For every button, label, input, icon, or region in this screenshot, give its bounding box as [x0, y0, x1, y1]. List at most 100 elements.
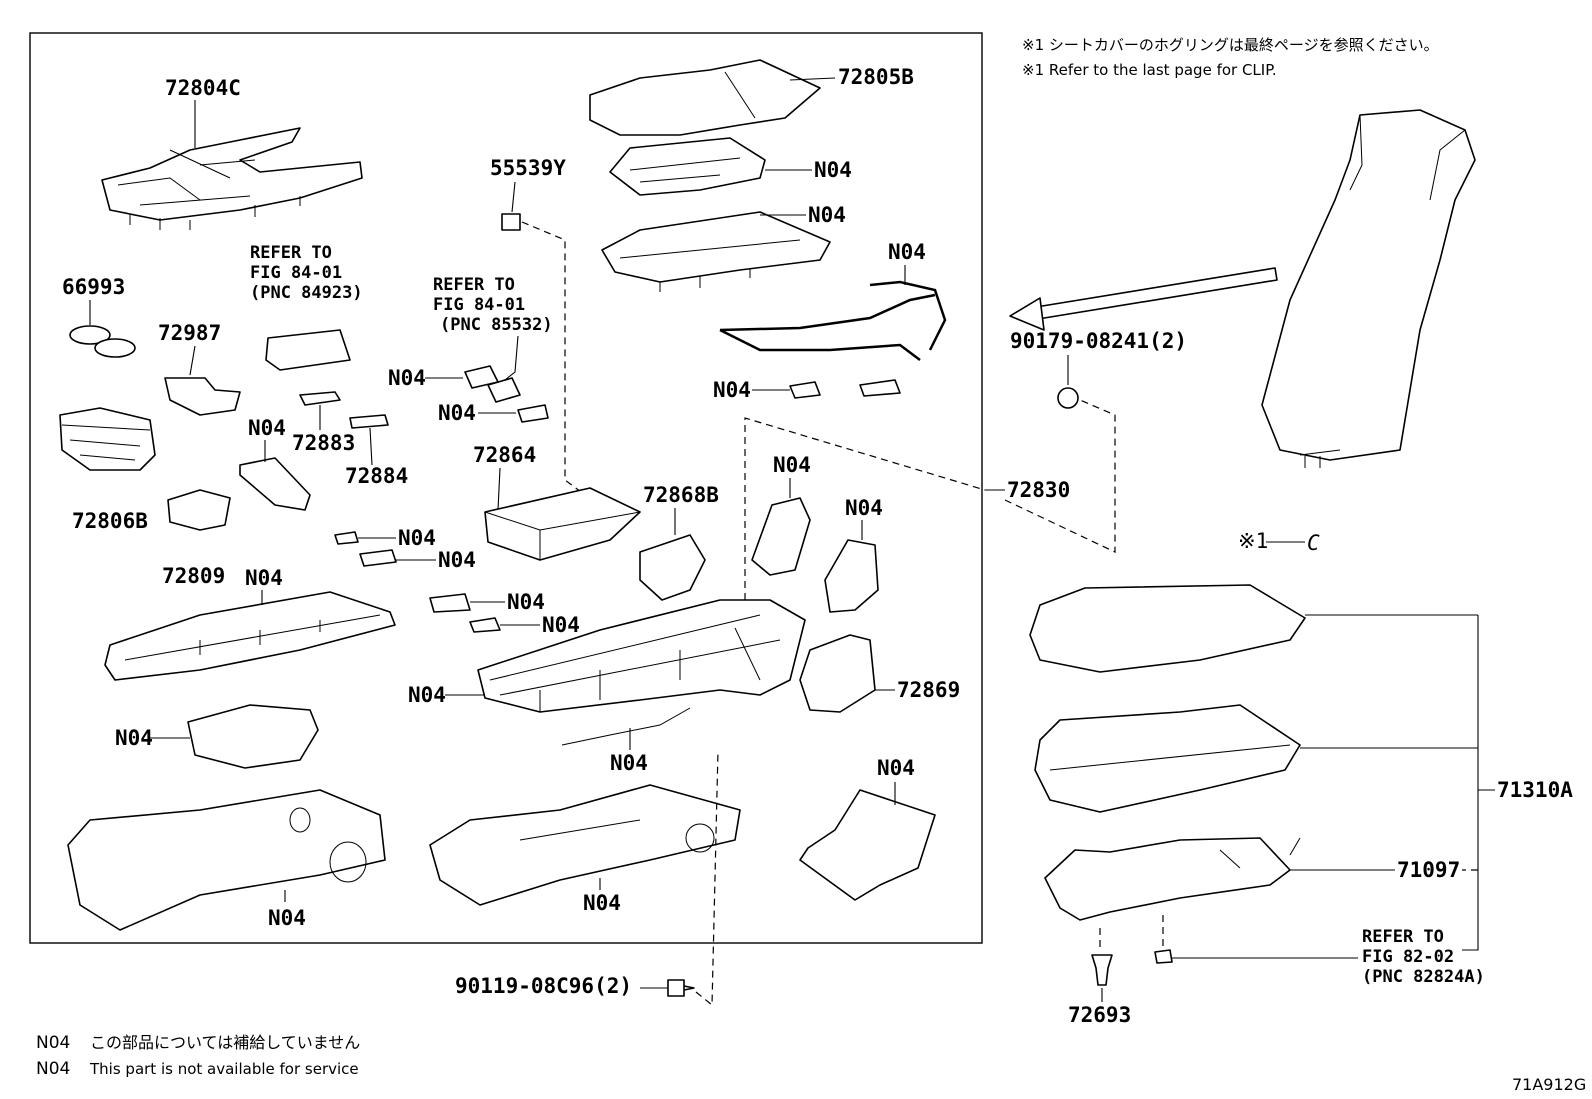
- ref2-line3: (PNC 85532): [440, 315, 553, 335]
- ref3-line1: REFER TO: [1362, 927, 1444, 947]
- leader-55539Y: [511, 181, 516, 213]
- part-72987-drawing: [164, 377, 241, 416]
- label-n04-pad: N04: [542, 613, 580, 637]
- label-72804C: 72804C: [165, 76, 241, 100]
- part-72869-drawing: [799, 634, 876, 713]
- label-72805B: 72805B: [838, 65, 914, 89]
- label-66993: 66993: [62, 275, 125, 299]
- clip-marker: ※1: [1238, 529, 1268, 553]
- part-72809-drawing: [167, 489, 231, 531]
- part-72884-drawing: [349, 414, 389, 429]
- legend-code-jp: N04: [36, 1033, 70, 1053]
- label-90179: 90179-08241(2): [1010, 329, 1187, 353]
- part-72693-drawing: [1091, 954, 1113, 986]
- part-clip-a-drawing: [334, 531, 359, 545]
- ref1-line2: FIG 84-01: [250, 263, 342, 283]
- part-72806B-drawing: [59, 407, 156, 471]
- label-55539Y: 55539Y: [490, 156, 566, 180]
- legend-en: This part is not available for service: [89, 1060, 359, 1078]
- part-wire-drawing: [561, 707, 691, 746]
- part-lid-frame-drawing: [601, 211, 831, 292]
- part-84923-drawing: [265, 329, 351, 371]
- label-n04-side-a: N04: [773, 453, 811, 477]
- dash-90119: [695, 749, 719, 1007]
- part-90119-drawing: [667, 979, 695, 997]
- label-n04-wire: N04: [610, 751, 648, 775]
- part-cup-tray-drawing: [187, 704, 319, 769]
- label-n04-switch-c: N04: [507, 590, 545, 614]
- ref3-line2: FIG 82-02: [1362, 947, 1454, 967]
- label-n04-bracket: N04: [248, 416, 286, 440]
- dash-72830-left: [744, 417, 986, 600]
- clip-letter: C: [1307, 531, 1320, 555]
- label-72883: 72883: [292, 431, 355, 455]
- label-n04-switch-b: N04: [438, 401, 476, 425]
- clip-note-jp: ※1 シートカバーのホグリングは最終ページを参照ください。: [1022, 36, 1439, 54]
- leader-85532: [504, 335, 519, 381]
- part-72883-drawing: [299, 391, 341, 406]
- part-85532-drawing: [487, 377, 521, 403]
- part-cushion-cover-drawing: [1029, 584, 1306, 673]
- part-side-bracket-b-drawing: [824, 539, 879, 613]
- part-lower-console-left-drawing: [67, 789, 386, 931]
- label-n04-lid-inner: N04: [814, 158, 852, 182]
- legend-jp: この部品については補給していません: [90, 1033, 360, 1052]
- dash-72830-right: [1004, 399, 1116, 553]
- label-72864: 72864: [473, 443, 536, 467]
- part-90179-drawing: [1057, 387, 1079, 409]
- label-71097: 71097: [1397, 858, 1460, 882]
- label-n04-connector: N04: [713, 378, 751, 402]
- label-n04-clip-b: N04: [438, 548, 476, 572]
- label-72806B: 72806B: [72, 509, 148, 533]
- label-72868B: 72868B: [643, 483, 719, 507]
- part-66993-drawing: [69, 325, 136, 358]
- label-90119: 90119-08C96(2): [455, 974, 632, 998]
- ref1-line3: (PNC 84923): [250, 283, 363, 303]
- part-cushion-pad-drawing: [1034, 704, 1301, 813]
- part-mat-drawing: [799, 789, 936, 901]
- part-72804C-drawing: [101, 127, 363, 230]
- part-harness-drawing: [719, 280, 947, 399]
- part-seat-drawing: [1261, 109, 1476, 468]
- leader-72987: [189, 345, 196, 376]
- part-switch-a-drawing: [464, 365, 499, 389]
- label-72987: 72987: [158, 321, 221, 345]
- ref2-line1: REFER TO: [433, 275, 515, 295]
- label-n04-lower-left: N04: [268, 906, 306, 930]
- clip-note-en: ※1 Refer to the last page for CLIP.: [1022, 61, 1277, 79]
- label-n04-cup-tray: N04: [115, 726, 153, 750]
- legend-code-en: N04: [36, 1059, 70, 1079]
- part-pad-drawing: [469, 617, 501, 633]
- part-72805B-drawing: [589, 59, 821, 136]
- ref3-line3: (PNC 82824A): [1362, 967, 1485, 987]
- leader-72884: [369, 427, 373, 466]
- ref2-line2: FIG 84-01: [433, 295, 525, 315]
- label-n04-long-bracket: N04: [245, 566, 283, 590]
- part-switch-c-drawing: [429, 593, 471, 613]
- part-side-bracket-a-drawing: [751, 497, 811, 576]
- label-n04-side-b: N04: [845, 496, 883, 520]
- part-main-frame-drawing: [477, 599, 806, 713]
- label-n04-mat: N04: [877, 756, 915, 780]
- part-lid-inner-drawing: [609, 137, 766, 196]
- label-n04-lower-center: N04: [583, 891, 621, 915]
- label-72830: 72830: [1007, 478, 1070, 502]
- ref1-line1: REFER TO: [250, 243, 332, 263]
- label-72693: 72693: [1068, 1003, 1131, 1027]
- bracket-71310A: [1462, 615, 1479, 951]
- leader-72805B: [789, 77, 836, 81]
- part-long-bracket-drawing: [104, 591, 396, 681]
- part-55539Y-drawing: [501, 213, 521, 231]
- label-72809: 72809: [162, 564, 225, 588]
- part-72868B-drawing: [639, 534, 706, 601]
- label-n04-lid-frame: N04: [808, 203, 846, 227]
- part-switch-b-drawing: [517, 404, 549, 423]
- part-72864-drawing: [484, 487, 641, 561]
- part-clip-b-drawing: [359, 549, 397, 567]
- label-n04-harness: N04: [888, 240, 926, 264]
- label-72869: 72869: [897, 678, 960, 702]
- assembly-frame: [29, 32, 983, 944]
- label-71310A: 71310A: [1497, 778, 1573, 802]
- leader-72864: [497, 467, 501, 511]
